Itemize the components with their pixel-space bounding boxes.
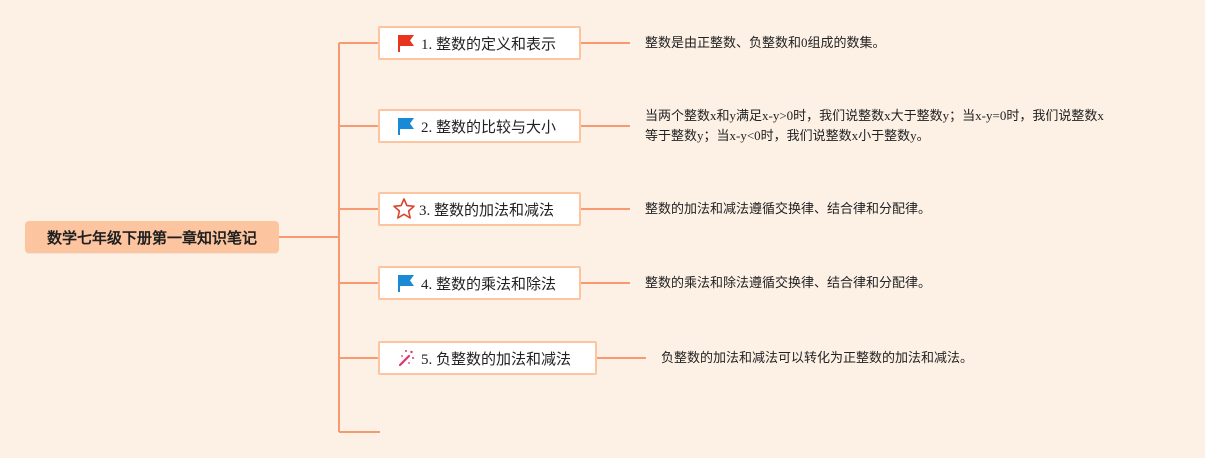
note-line: 当两个整数x和y满足x-y>0时，我们说整数x大于整数y；当x-y=0时，我们说… (645, 108, 1104, 123)
magic-wand-icon (394, 346, 418, 370)
topic-4[interactable]: 4. 整数的乘法和除法 (378, 266, 581, 300)
topic-3[interactable]: 3. 整数的加法和减法 (378, 192, 581, 226)
root-topic[interactable]: 数学七年级下册第一章知识笔记 (25, 221, 279, 253)
star-outline-icon (392, 197, 416, 221)
topic-1-note: 整数是由正整数、负整数和0组成的数集。 (645, 33, 886, 53)
note-line: 整数的加法和减法遵循交换律、结合律和分配律。 (645, 201, 932, 216)
topic-2-label: 2. 整数的比较与大小 (421, 119, 557, 136)
topic-1[interactable]: 1. 整数的定义和表示 (378, 26, 581, 60)
note-line: 等于整数y；当x-y<0时，我们说整数x小于整数y。 (645, 128, 930, 143)
root-topic-label: 数学七年级下册第一章知识笔记 (46, 229, 257, 247)
note-line: 整数的乘法和除法遵循交换律、结合律和分配律。 (645, 275, 932, 290)
topic-2[interactable]: 2. 整数的比较与大小 (378, 109, 581, 143)
topic-2-note: 当两个整数x和y满足x-y>0时，我们说整数x大于整数y；当x-y=0时，我们说… (645, 106, 1104, 146)
topic-1-label: 1. 整数的定义和表示 (421, 36, 557, 53)
topic-4-label: 4. 整数的乘法和除法 (421, 276, 557, 293)
topic-3-note: 整数的加法和减法遵循交换律、结合律和分配律。 (645, 199, 931, 219)
blue-flag-icon (394, 271, 418, 295)
note-line: 负整数的加法和减法可以转化为正整数的加法和减法。 (661, 350, 974, 365)
topic-5-label: 5. 负整数的加法和减法 (421, 351, 572, 368)
topic-5-note: 负整数的加法和减法可以转化为正整数的加法和减法。 (661, 348, 973, 368)
red-flag-icon (394, 31, 418, 55)
topic-5[interactable]: 5. 负整数的加法和减法 (378, 341, 597, 375)
topic-4-note: 整数的乘法和除法遵循交换律、结合律和分配律。 (645, 273, 931, 293)
note-line: 整数是由正整数、负整数和0组成的数集。 (645, 35, 886, 50)
blue-flag-icon (394, 114, 418, 138)
topic-3-label: 3. 整数的加法和减法 (419, 202, 555, 219)
